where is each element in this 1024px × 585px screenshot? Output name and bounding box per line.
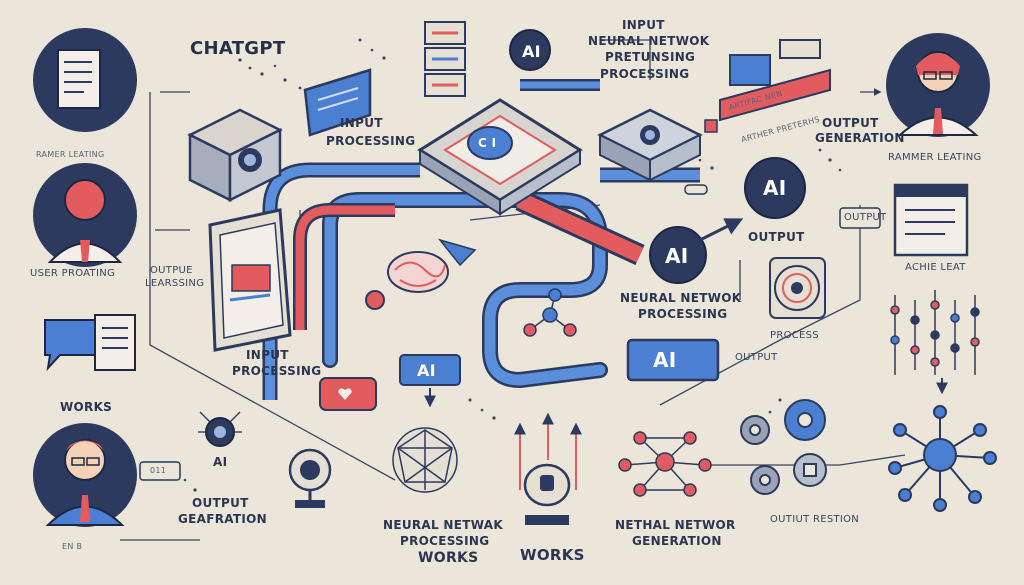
right-output-gen-label: OUTPUT — [822, 116, 879, 130]
bottom-nethal-label: NETHAL NETWOR — [615, 518, 736, 532]
binary-tag-box — [139, 461, 181, 481]
document-icon-top — [33, 28, 137, 132]
input-label-bottom: INPUT — [246, 348, 289, 362]
central-chip — [417, 98, 583, 216]
bottom-processing-label: PROCESSING — [400, 534, 490, 548]
gpu-device — [597, 108, 703, 182]
gear-icons — [740, 399, 827, 495]
user-avatar-bottom-left — [33, 423, 137, 527]
bead-strings — [890, 290, 980, 375]
upward-arrows — [514, 412, 582, 490]
right-processing-label: PROCESSING — [638, 307, 728, 321]
chat-icon-left — [44, 314, 136, 372]
left-works-label: WORKS — [60, 400, 113, 414]
webcam-icon — [288, 448, 332, 508]
bottom-generation-label: GENERATION — [632, 534, 722, 548]
blue-flow-path-fill — [324, 194, 606, 386]
pill-icon — [684, 184, 708, 195]
ai-circle-mid — [649, 226, 707, 284]
user-avatar-left — [33, 163, 137, 267]
data-blocks — [704, 39, 831, 133]
red-flow-path-2-fill — [516, 192, 644, 263]
left-output-label: OUTPUE — [150, 265, 193, 276]
browser-window — [893, 183, 969, 257]
neural-sphere — [392, 427, 458, 493]
brain-icon — [387, 251, 449, 293]
top-neural-label: NEURAL NETWOK — [588, 34, 710, 48]
left-output-gen-label: OUTPUT — [192, 496, 249, 510]
ai-box-right — [626, 338, 720, 382]
center-ci-label: C I — [478, 136, 497, 150]
ai-circle-top — [509, 29, 551, 71]
red-flow-path-1 — [293, 203, 395, 330]
server-stack — [424, 21, 466, 97]
arrow-shard — [437, 238, 477, 267]
red-node — [365, 290, 385, 310]
left-learssing-label: LEARSSING — [145, 278, 205, 289]
left-user-caption: USER PROATING — [30, 268, 116, 279]
chat-bubble-top — [303, 68, 372, 137]
ai-top-label: AI — [522, 42, 541, 61]
top-processing-label: PROCESSING — [600, 67, 690, 81]
processing-label-top: PROCESSING — [326, 134, 416, 148]
ai-circle-right — [744, 157, 806, 219]
right-bottom-label: OUTIUT RESTION — [770, 514, 860, 525]
ai-mid-label: AI — [665, 244, 689, 268]
right-output-2-label: OUTPUT — [735, 352, 778, 363]
left-top-caption: RAMER LEATING — [36, 150, 105, 159]
network-graph — [618, 431, 712, 497]
right-achie-label: ACHIE LEAT — [905, 262, 966, 273]
blue-flow-path-2-fill — [265, 165, 420, 400]
ai-box-right-label: AI — [653, 348, 677, 372]
ai-arrow — [699, 218, 744, 242]
right-neural-label: NEURAL NETWOK — [620, 291, 742, 305]
ai-node-icon — [198, 411, 242, 447]
bottom-works-small: WORKS — [418, 550, 479, 566]
left-geafration-label: GEAFRATION — [178, 512, 268, 526]
ai-box-mid-label: AI — [417, 361, 436, 380]
input-label-top: INPUT — [340, 116, 383, 130]
top-input-label: INPUT — [622, 18, 665, 32]
right-output-tag: OUTPUT — [844, 212, 887, 223]
title: CHATGPT — [190, 38, 286, 59]
bottom-neural-label: NEURAL NETWAK — [383, 518, 503, 532]
left-bottom-caption: EN B — [62, 542, 83, 551]
right-generation-label: GENERATION — [815, 131, 905, 145]
tablet-device — [208, 208, 292, 352]
output-tag-box — [839, 207, 881, 229]
processing-label-bottom: PROCESSING — [232, 364, 322, 378]
molecule-icon — [523, 288, 577, 337]
target-icon — [769, 257, 826, 319]
top-pretunsing-label: PRETUNSING — [605, 50, 696, 64]
hub-network — [888, 405, 997, 512]
ai-box-mid — [399, 354, 461, 386]
user-avatar-right — [886, 33, 990, 137]
left-small-tag: 011 — [150, 466, 167, 475]
bottom-works-label: WORKS — [520, 546, 585, 564]
left-ai-label: AI — [213, 455, 228, 469]
right-process-label: PROCESS — [770, 330, 819, 341]
robot-lamp — [523, 463, 571, 525]
heart-bubble — [319, 377, 377, 411]
red-flow-path-1-fill — [295, 205, 395, 330]
right-top-caption: RAMMER LEATING — [888, 152, 982, 163]
right-output-label: OUTPUT — [748, 230, 805, 244]
ai-right-label: AI — [763, 176, 787, 200]
processor-device — [187, 108, 283, 203]
